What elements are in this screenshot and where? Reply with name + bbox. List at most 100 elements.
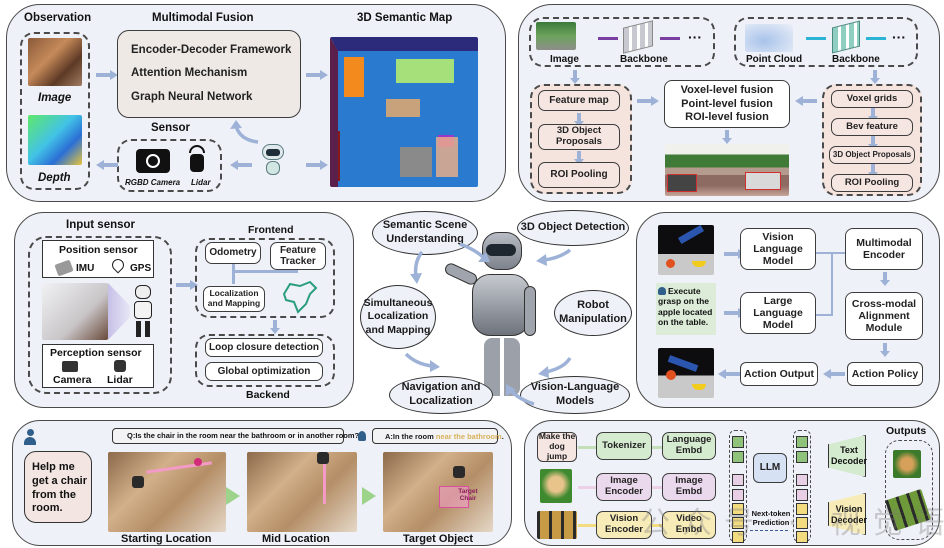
frontend-connector-down [232,264,235,284]
object-proposals-box-left: 3D Object Proposals [538,124,620,150]
loop-closure-box: Loop closure detection [205,338,323,357]
humanoid-robot-icon [132,285,154,339]
vlm-llm-connector [816,252,832,254]
outputs-group [885,440,933,540]
rgbd-camera-label: RGBD Camera [125,178,181,187]
arrow-robot-to-map [306,160,328,170]
goal-marker [194,458,202,466]
topic-3d-object-detection: 3D Object Detection [517,210,629,246]
arrow-mid-to-target [362,487,376,505]
map-object-peach [436,137,458,177]
point-cloud-label: Point Cloud [746,54,803,65]
backbone-label-right: Backbone [832,54,880,65]
answer-highlight: near the bathroom [435,432,502,441]
topic-slam: Simultaneous Localization and Mapping [360,285,436,349]
token-green [796,436,808,448]
robot-arm-scene-after [658,348,714,398]
multimodal-encoder-box: Multimodal Encoder [845,228,923,270]
fusion-levels-box: Voxel-level fusion Point-level fusion RO… [664,80,790,128]
user-request-text: Help me get a chair from the room. [32,461,88,515]
lidar-icon [190,154,204,172]
arrow-start-to-mid [226,487,240,505]
next-token-prediction-label: Next-token Prediction [751,509,791,527]
sensor-group [117,139,222,192]
frontend-title: Frontend [248,224,294,236]
position-sensor-title: Position sensor [59,244,138,256]
feature-map-box: Feature map [538,90,620,111]
vlm-llm-connector [831,252,833,316]
connector-text [578,446,596,449]
arrow-observation-to-fusion [96,70,118,80]
token-yellow [796,531,808,543]
robot-right-arm [524,286,536,336]
cycle-arrows [404,242,572,406]
object-proposals-box-right: 3D Object Proposals [829,146,915,164]
token-pink [796,489,808,501]
arrow-encoder-to-alignment [880,272,890,286]
text-decoder-label: Text Decoder [830,445,867,466]
question-text: Q:Is the chair in the room near the bath… [127,431,360,440]
fusion-level-point: Point-level fusion [681,97,773,110]
topic-semantic-scene: Semantic Scene Understanding [372,211,478,255]
odometry-box: Odometry [205,242,261,264]
action-policy-box: Action Policy [847,362,923,386]
backend-group [195,334,335,387]
frontend-connector [232,270,298,273]
connector-tokenizer [652,446,662,449]
map-object-orange [344,57,364,97]
fusion-item-attention: Attention Mechanism [131,67,248,80]
outputs-title: Outputs [886,425,927,437]
llm-box: LLM [753,453,787,483]
action-output-box: Action Output [740,362,818,386]
connector-video [578,524,596,527]
camera-icon [136,149,170,173]
video-embd-box: Video Embd [662,511,716,539]
lidar-sensor-icon [114,360,126,372]
depth-label: Depth [38,172,71,184]
map-object-table [386,99,420,117]
localization-mapping-box: Localization and Mapping [203,286,265,312]
lidar-label: Lidar [191,178,211,187]
backend-title: Backend [246,389,290,401]
token-yellow [732,517,744,529]
map-object-darkred [338,131,340,181]
output-puppy-image [893,450,921,478]
topic-navigation-localization: Navigation and Localization [389,376,493,414]
arrow-policy-to-output [823,369,845,379]
large-language-model-box: Large Language Model [740,292,816,334]
arrow-fusion-to-result [722,130,732,144]
roi-pooling-box-left: ROI Pooling [538,162,620,188]
puppy-image-input [540,469,572,503]
user-request-bubble [24,451,92,523]
frontend-group [195,238,335,318]
user-icon-small [358,431,366,441]
robot-arm [677,225,705,245]
floorplan-target [383,452,493,532]
observation-rgb-image [28,38,82,86]
arrow-image-down [570,70,580,84]
backbone-label-left: Backbone [620,54,668,65]
token-yellow [796,517,808,529]
observation-title: Observation [24,12,92,24]
manipulation-instruction-text: Execute grasp on the apple located on th… [658,286,713,328]
topic-vision-language-models: Vision-Language Models [520,376,630,414]
token-green [796,451,808,463]
feature-tracker-box: Feature Tracker [270,242,326,270]
imu-label: IMU [76,263,95,274]
sensor-title: Sensor [151,122,190,134]
robot-visor [486,244,516,256]
vision-language-model-box: Vision Language Model [740,228,816,270]
arrow-robot-to-sensor [230,160,252,170]
arrow-input-to-frontend [176,280,198,290]
fusion-level-voxel: Voxel-level fusion [680,84,774,97]
map-object-gray-chair [400,147,432,177]
video-film-input [537,511,577,539]
robot-position-marker [453,466,465,478]
lidar-signal-icon [189,145,205,153]
image-branch-group [529,17,715,67]
floorplan-mid [247,452,357,532]
fusion-level-roi: ROI-level fusion [685,111,769,124]
robot-legs [484,338,520,396]
target-chair-highlight [439,486,469,508]
next-token-arrow [750,530,788,531]
